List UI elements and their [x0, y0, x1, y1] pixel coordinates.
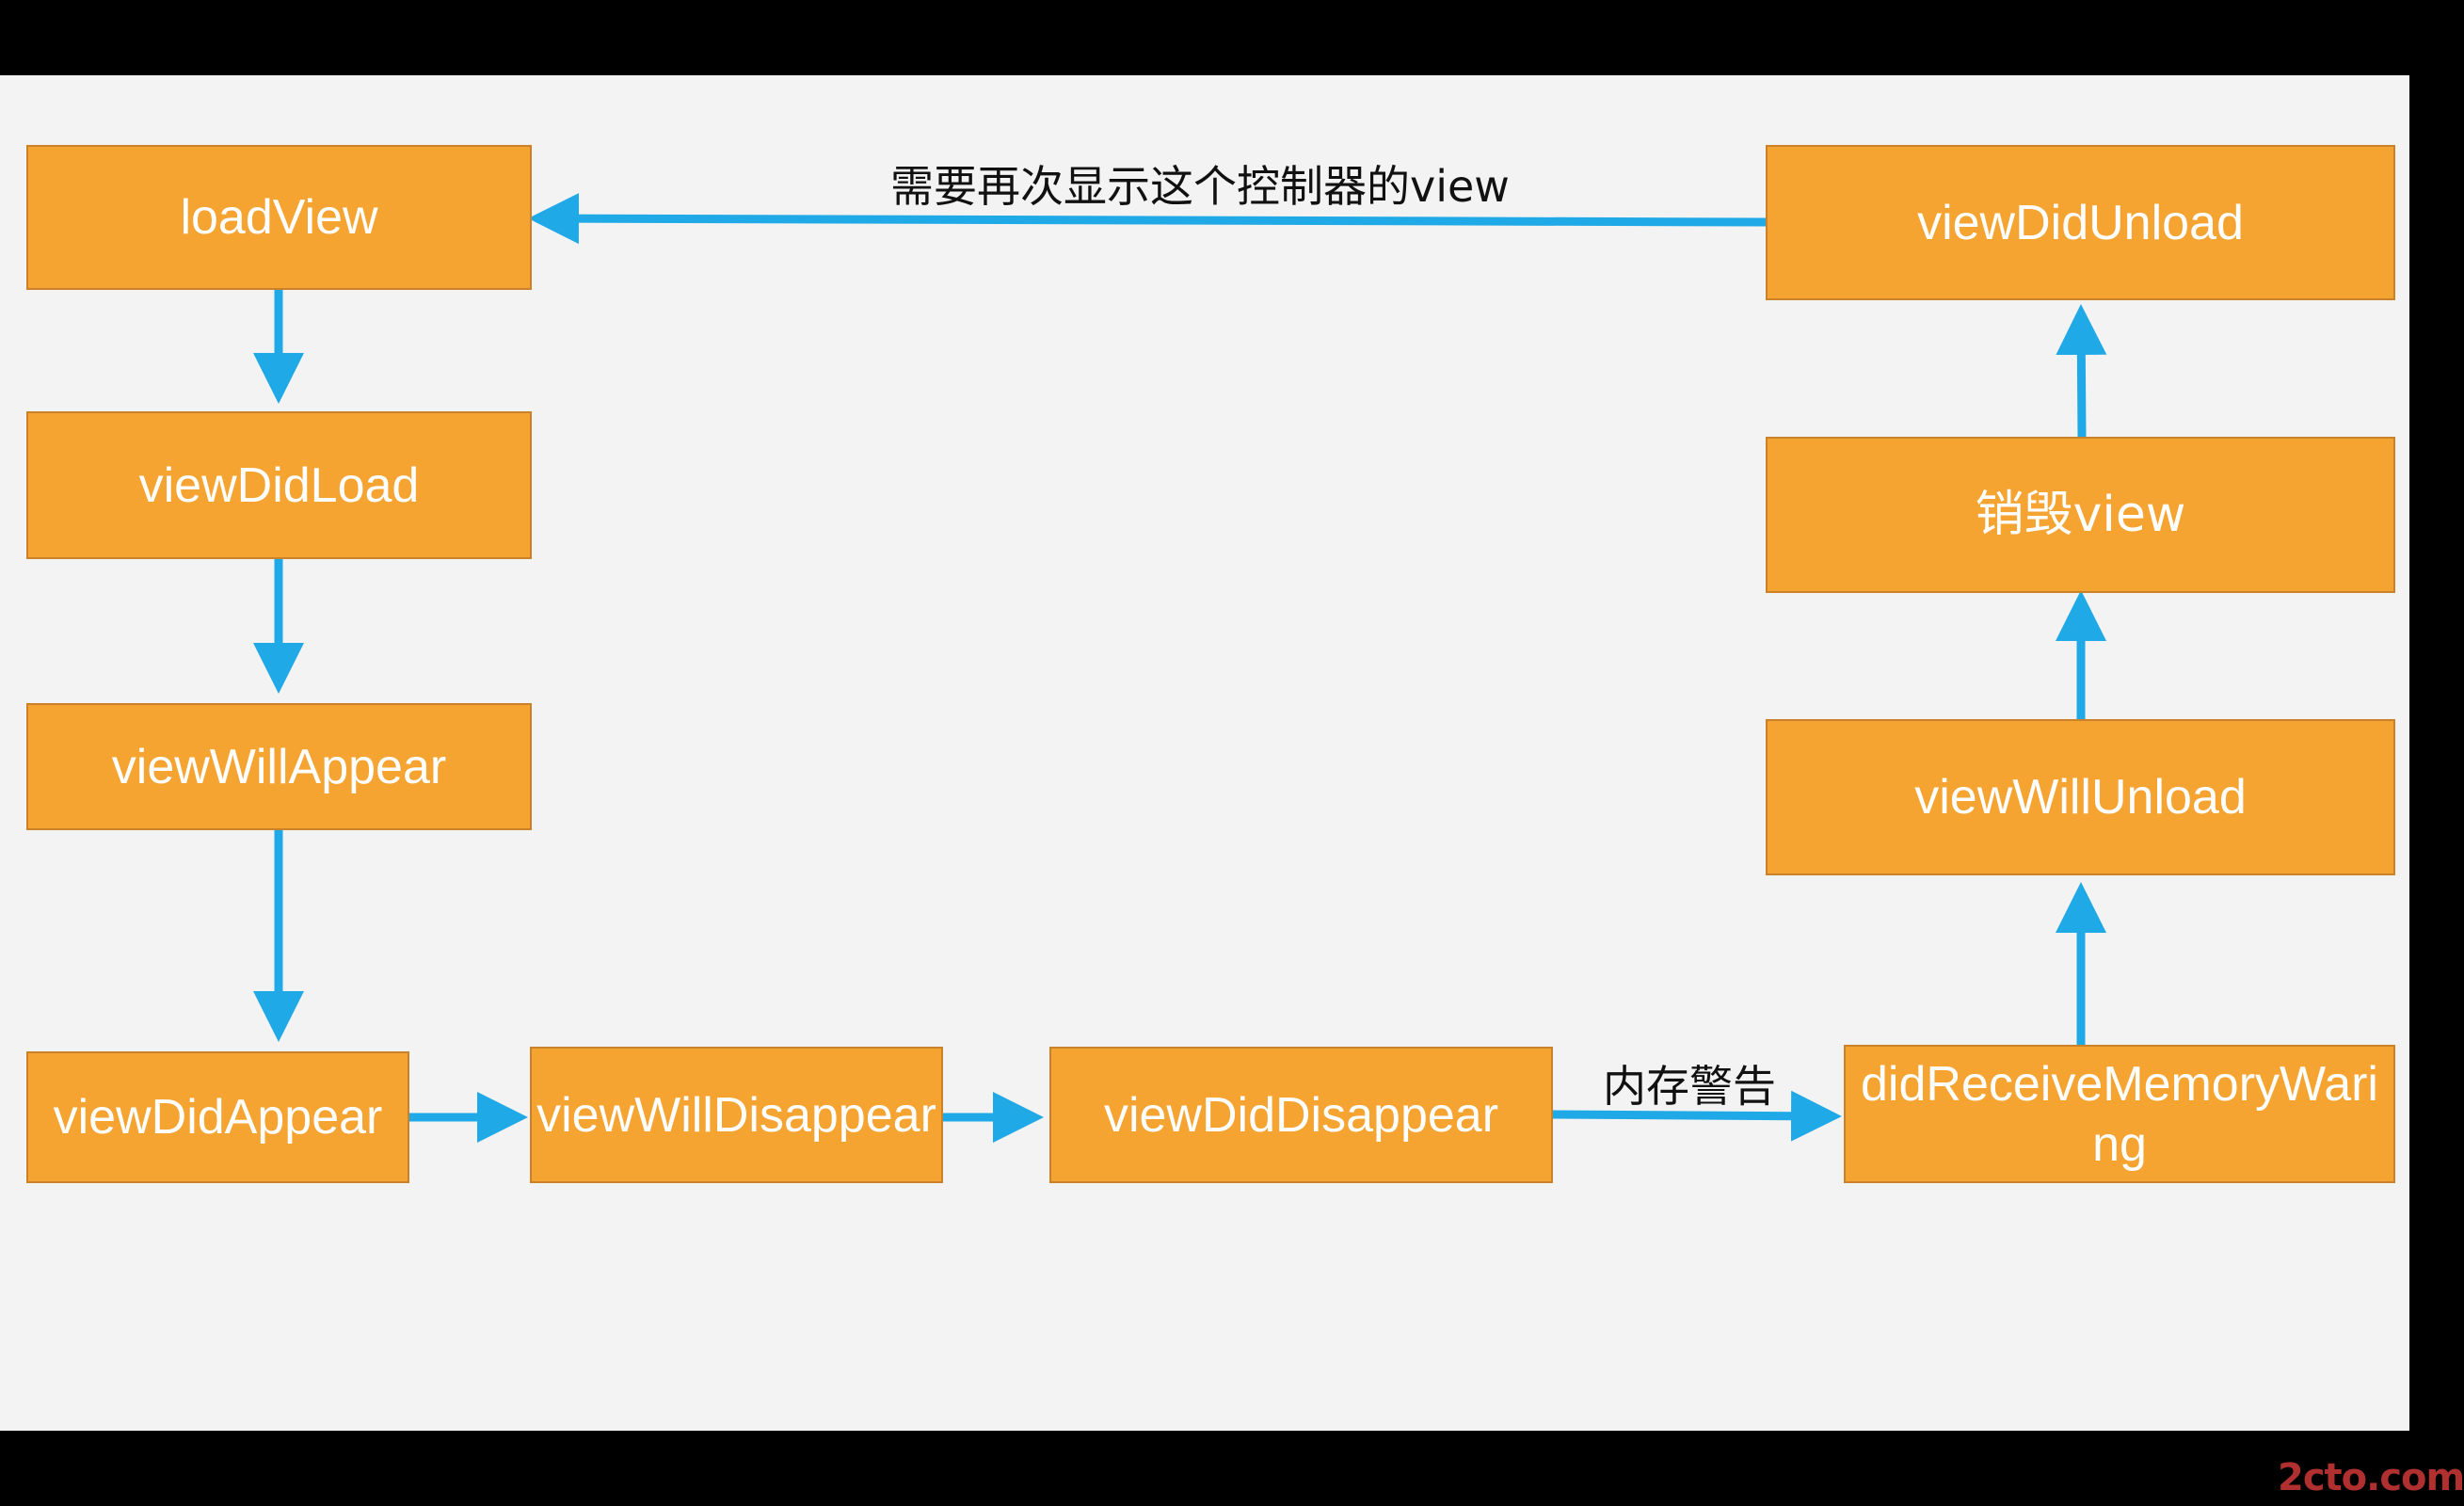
site-watermark: 2cto.com — [2278, 1456, 2464, 1499]
node-viewwillunload: viewWillUnload — [1766, 719, 2395, 875]
node-label: viewDidUnload — [1917, 195, 2244, 250]
node-label: didReceiveMemoryWaring — [1861, 1056, 2378, 1172]
slide: loadView viewDidLoad viewWillAppear view… — [0, 75, 2464, 1498]
node-loadview: loadView — [26, 145, 532, 290]
node-label: 销毁view — [1975, 487, 2186, 543]
edge-label-memory-warning: 内存警告 — [1603, 1061, 1776, 1112]
node-label: viewWillDisappear — [536, 1087, 936, 1143]
node-viewwillappear: viewWillAppear — [26, 703, 532, 830]
node-viewdidunload: viewDidUnload — [1766, 145, 2395, 300]
node-viewdiddisappear: viewDidDisappear — [1049, 1047, 1553, 1183]
edge-label-redisplay: 需要再次显示这个控制器的view — [890, 161, 1510, 212]
node-didreceivememorywaring: didReceiveMemoryWaring — [1844, 1045, 2395, 1183]
node-label: loadView — [180, 190, 378, 245]
node-viewdidappear: viewDidAppear — [26, 1051, 409, 1183]
node-label: viewDidLoad — [138, 457, 420, 513]
node-viewdidload: viewDidLoad — [26, 411, 532, 559]
node-label: viewWillUnload — [1914, 770, 2247, 825]
node-label: viewWillAppear — [111, 739, 447, 794]
node-label: viewDidDisappear — [1103, 1087, 1499, 1143]
node-destroyview: 销毁view — [1766, 437, 2395, 593]
node-label: viewDidAppear — [53, 1090, 383, 1145]
node-viewwilldisappear: viewWillDisappear — [530, 1047, 943, 1183]
